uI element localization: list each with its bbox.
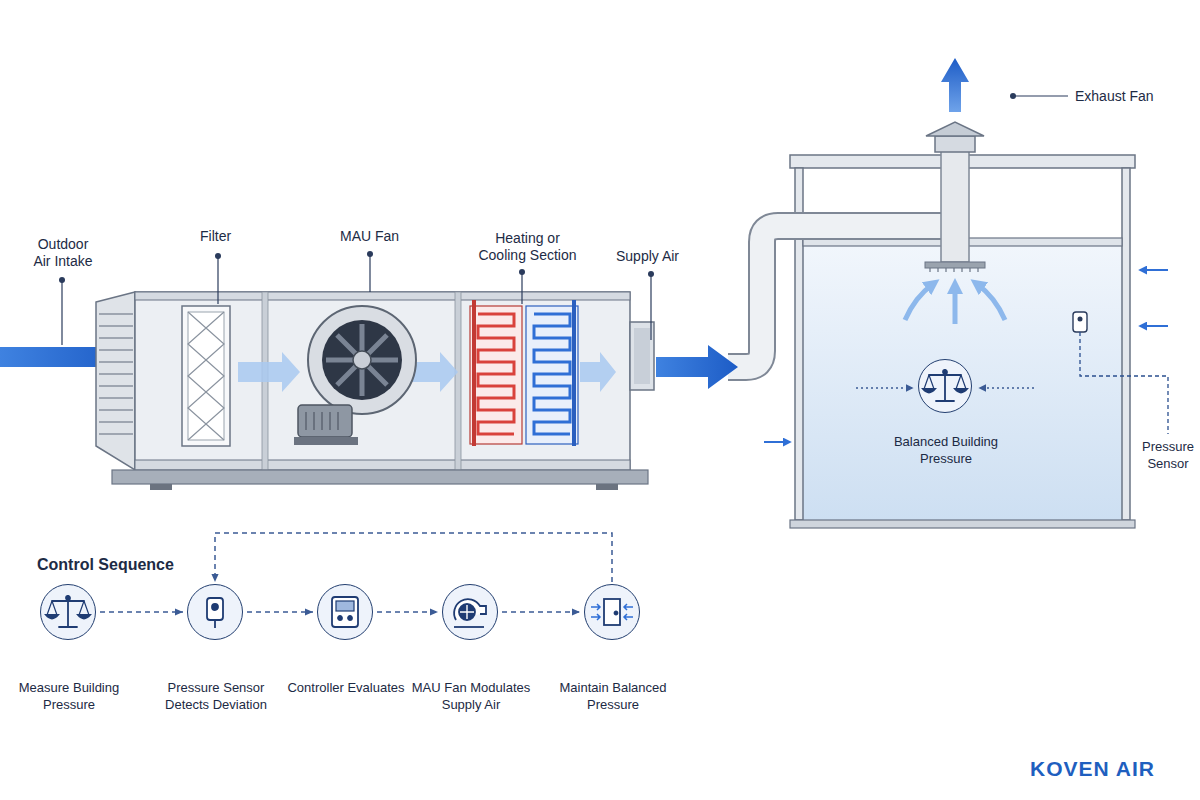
fan-housing bbox=[308, 306, 416, 414]
leader-line bbox=[1013, 95, 1068, 96]
coil-header bbox=[472, 300, 476, 446]
supply-arrow bbox=[656, 345, 738, 389]
filter-media bbox=[188, 312, 224, 440]
step-text: Controller Evaluates bbox=[286, 679, 406, 696]
unit-base bbox=[112, 470, 648, 484]
status-circle: Balanced Building Pressure bbox=[918, 359, 972, 413]
outlet-opening bbox=[634, 328, 650, 384]
infiltration-arrow bbox=[764, 441, 790, 443]
part-label: Outdoor Air Intake bbox=[28, 236, 98, 270]
floor-slab bbox=[790, 520, 1135, 528]
supply-duct bbox=[728, 226, 955, 367]
airflow-arrow bbox=[977, 284, 1005, 320]
leader-line bbox=[521, 272, 522, 304]
heating-coil-frame bbox=[470, 306, 522, 444]
infiltration-arrow bbox=[1140, 269, 1168, 271]
step-circle: Controller Evaluates bbox=[317, 584, 373, 640]
logo-watermark: KOVEN AIR bbox=[1030, 760, 1155, 777]
fan-blades bbox=[326, 324, 398, 396]
section-divider bbox=[455, 292, 461, 470]
controller-icon bbox=[332, 597, 358, 627]
leader-dot bbox=[367, 251, 373, 257]
exhaust-pipe bbox=[941, 150, 969, 262]
flow-arrow bbox=[238, 352, 300, 392]
pressure-arrow bbox=[856, 387, 912, 388]
fan-hub bbox=[353, 351, 371, 369]
step-circle: Maintain Balanced Pressure bbox=[584, 584, 640, 640]
filter-frame bbox=[182, 306, 230, 446]
casing-rail bbox=[135, 460, 630, 470]
part-label: Supply Air bbox=[616, 248, 679, 265]
leader-dot bbox=[648, 271, 654, 277]
intake-louver bbox=[96, 292, 135, 470]
unit-casing bbox=[135, 292, 630, 470]
part-label: Pressure Sensor bbox=[1138, 438, 1198, 472]
part-label: Exhaust Fan bbox=[1075, 88, 1154, 105]
step-circle: Measure Building Pressure bbox=[40, 584, 96, 640]
heating-coil bbox=[478, 314, 514, 434]
leader-line bbox=[650, 274, 651, 340]
motor-fins bbox=[306, 412, 338, 430]
infiltration-arrow bbox=[1140, 325, 1168, 327]
sensor-icon bbox=[207, 598, 223, 628]
louver-slats bbox=[99, 314, 133, 434]
room-interior bbox=[803, 246, 1122, 520]
filter-pleats bbox=[188, 312, 224, 440]
fan-wheel bbox=[322, 320, 402, 400]
step-text: MAU Fan Modulates Supply Air bbox=[406, 679, 536, 713]
airflow-arrow bbox=[905, 284, 933, 320]
leader-dot bbox=[59, 277, 65, 283]
part-label: Filter bbox=[200, 228, 231, 245]
casing-rail bbox=[135, 292, 630, 300]
leader-dot bbox=[519, 269, 525, 275]
section-heading: Control Sequence bbox=[37, 556, 174, 573]
step-circle: MAU Fan Modulates Supply Air bbox=[442, 584, 498, 640]
scale-icon bbox=[923, 370, 967, 401]
flow-arrow bbox=[412, 352, 458, 392]
unit-foot bbox=[596, 484, 618, 490]
flow-arrow bbox=[580, 352, 616, 392]
exhaust-fan-body bbox=[935, 136, 975, 152]
unit-foot bbox=[150, 484, 172, 490]
wall bbox=[1122, 168, 1130, 520]
cooling-coil-frame bbox=[526, 306, 578, 444]
leader-line bbox=[217, 256, 218, 304]
fan-icon bbox=[454, 599, 486, 627]
coil-header bbox=[572, 300, 576, 446]
cooling-coil bbox=[534, 314, 570, 434]
pressure-sensor bbox=[1073, 312, 1087, 332]
part-label: MAU Fan bbox=[340, 228, 399, 245]
step-circle: Pressure Sensor Detects Deviation bbox=[187, 584, 243, 640]
sensor-wire bbox=[1080, 332, 1168, 434]
leader-dot bbox=[1010, 93, 1016, 99]
part-label: Heating or Cooling Section bbox=[470, 230, 585, 264]
door-icon bbox=[591, 599, 633, 625]
leader-line bbox=[369, 254, 370, 292]
scale-icon bbox=[46, 596, 90, 627]
flow-connector bbox=[377, 611, 438, 613]
flow-connector bbox=[502, 611, 580, 613]
sensor-dot bbox=[1078, 317, 1083, 322]
step-text: Pressure Sensor Detects Deviation bbox=[154, 679, 278, 713]
airflow-arrow bbox=[953, 286, 958, 324]
leader-line bbox=[61, 280, 62, 345]
diffuser-grille bbox=[930, 268, 978, 272]
flow-connector bbox=[100, 611, 183, 613]
flow-connector bbox=[247, 611, 313, 613]
ceiling-diffuser bbox=[925, 262, 985, 268]
exhaust-fan-cap bbox=[926, 122, 984, 136]
pressure-arrow bbox=[980, 387, 1034, 388]
supply-duct bbox=[728, 226, 955, 367]
step-text: Measure Building Pressure bbox=[9, 679, 129, 713]
exhaust-arrow bbox=[941, 58, 969, 112]
step-text: Maintain Balanced Pressure bbox=[553, 679, 673, 713]
step-text: Balanced Building Pressure bbox=[881, 433, 1011, 467]
fan-motor bbox=[298, 405, 352, 437]
flow-connector bbox=[215, 533, 612, 582]
motor-base bbox=[294, 437, 358, 445]
leader-dot bbox=[215, 253, 221, 259]
